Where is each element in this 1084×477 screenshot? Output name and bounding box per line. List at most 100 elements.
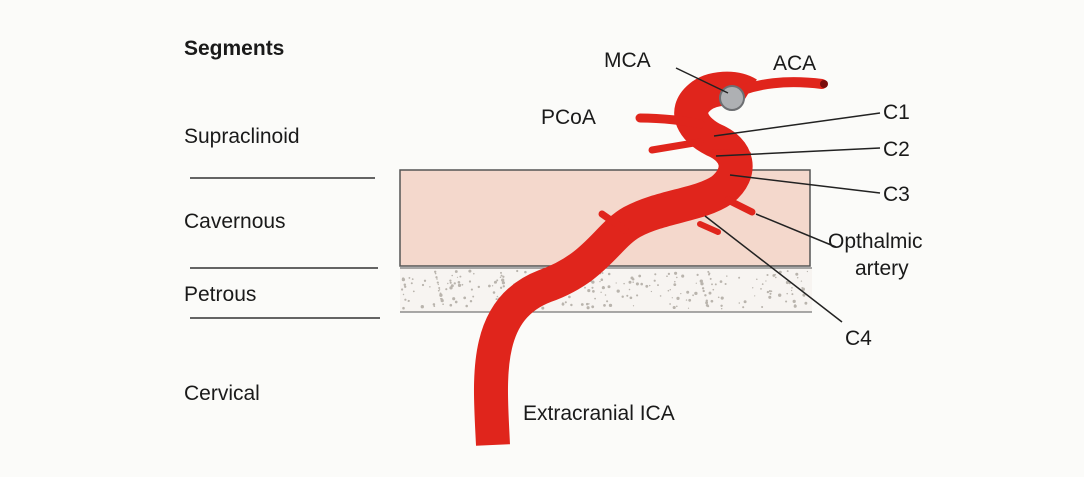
petrous-speckle [433, 303, 436, 306]
petrous-speckle [455, 270, 458, 273]
petrous-speckle [632, 281, 634, 283]
petrous-speckle [794, 304, 796, 306]
petrous-speckle [712, 289, 714, 291]
petrous-speckle [791, 287, 793, 289]
petrous-speckle [429, 286, 430, 287]
petrous-speckle [445, 288, 447, 290]
petrous-speckle [666, 275, 668, 277]
petrous-speckle [470, 300, 472, 302]
label-c2: C2 [883, 138, 910, 161]
petrous-speckle [401, 288, 403, 290]
petrous-speckle [606, 300, 608, 302]
petrous-speckle [450, 282, 452, 284]
segment-label-supraclinoid: Supraclinoid [184, 125, 300, 148]
petrous-speckle [462, 284, 464, 286]
petrous-speckle [708, 274, 710, 276]
petrous-speckle [492, 285, 493, 286]
petrous-speckle [673, 283, 676, 286]
petrous-speckle [422, 284, 424, 286]
petrous-speckle [404, 286, 406, 288]
petrous-speckle [449, 279, 451, 281]
petrous-speckle [616, 282, 617, 283]
petrous-speckle [767, 291, 769, 293]
petrous-speckle [638, 275, 641, 278]
petrous-speckle [408, 277, 410, 279]
petrous-speckle [775, 277, 777, 279]
petrous-speckle [657, 284, 659, 286]
petrous-speckle [804, 302, 807, 305]
petrous-speckle [402, 278, 405, 281]
petrous-speckle [502, 281, 505, 284]
petrous-speckle [709, 292, 712, 295]
petrous-speckle [524, 271, 527, 274]
petrous-speckle [636, 294, 638, 296]
petrous-speckle [599, 281, 600, 282]
mca-origin [720, 86, 744, 110]
petrous-speckle [449, 304, 452, 307]
petrous-speckle [458, 284, 461, 287]
petrous-speckle [623, 283, 625, 285]
petrous-speckle [622, 296, 624, 298]
petrous-speckle [669, 303, 671, 305]
petrous-speckle [801, 280, 802, 281]
petrous-speckle [720, 280, 723, 283]
petrous-speckle [591, 305, 594, 308]
petrous-speckle [786, 293, 788, 295]
petrous-speckle [541, 307, 544, 310]
petrous-speckle [439, 289, 440, 290]
petrous-speckle [651, 291, 652, 292]
petrous-speckle [570, 304, 572, 306]
petrous-speckle [706, 304, 709, 307]
petrous-speckle [471, 289, 473, 291]
petrous-speckle [700, 282, 703, 285]
petrous-speckle [442, 303, 444, 305]
petrous-speckle [594, 298, 596, 300]
petrous-speckle [626, 295, 628, 297]
petrous-speckle [702, 287, 704, 289]
petrous-speckle [630, 276, 633, 279]
petrous-speckle [649, 285, 650, 286]
petrous-speckle [762, 283, 764, 285]
label-c3: C3 [883, 183, 910, 206]
petrous-speckle [497, 296, 499, 298]
petrous-speckle [711, 300, 714, 303]
petrous-speckle [694, 292, 697, 295]
petrous-speckle [725, 283, 727, 285]
petrous-speckle [608, 273, 611, 276]
petrous-speckle [500, 277, 502, 279]
petrous-speckle [413, 290, 415, 292]
petrous-speckle [629, 281, 632, 284]
petrous-speckle [472, 296, 474, 298]
petrous-speckle [451, 275, 453, 277]
petrous-speckle [502, 276, 504, 278]
petrous-speckle [439, 294, 442, 297]
petrous-speckle [705, 301, 708, 304]
petrous-speckle [633, 305, 634, 306]
petrous-speckle [500, 272, 502, 274]
petrous-speckle [738, 277, 740, 279]
petrous-speckle [791, 293, 793, 295]
petrous-speckle [455, 301, 458, 304]
petrous-speckle [681, 275, 684, 278]
petrous-speckle [412, 278, 414, 280]
petrous-speckle [562, 303, 565, 306]
petrous-speckle [403, 294, 404, 295]
petrous-speckle [761, 306, 763, 308]
petrous-speckle [463, 297, 466, 300]
petrous-speckle [451, 284, 454, 287]
petrous-speckle [503, 285, 505, 287]
petrous-speckle [608, 285, 611, 288]
petrous-speckle [581, 303, 584, 306]
petrous-speckle [673, 306, 676, 309]
petrous-speckle [756, 278, 758, 280]
petrous-speckle [688, 299, 691, 302]
petrous-speckle [469, 280, 471, 282]
petrous-speckle [408, 300, 409, 301]
petrous-speckle [588, 303, 589, 304]
petrous-speckle [617, 289, 620, 292]
petrous-speckle [769, 293, 771, 295]
petrous-speckle [772, 274, 775, 277]
petrous-speckle [478, 286, 480, 288]
petrous-speckle [771, 290, 773, 292]
